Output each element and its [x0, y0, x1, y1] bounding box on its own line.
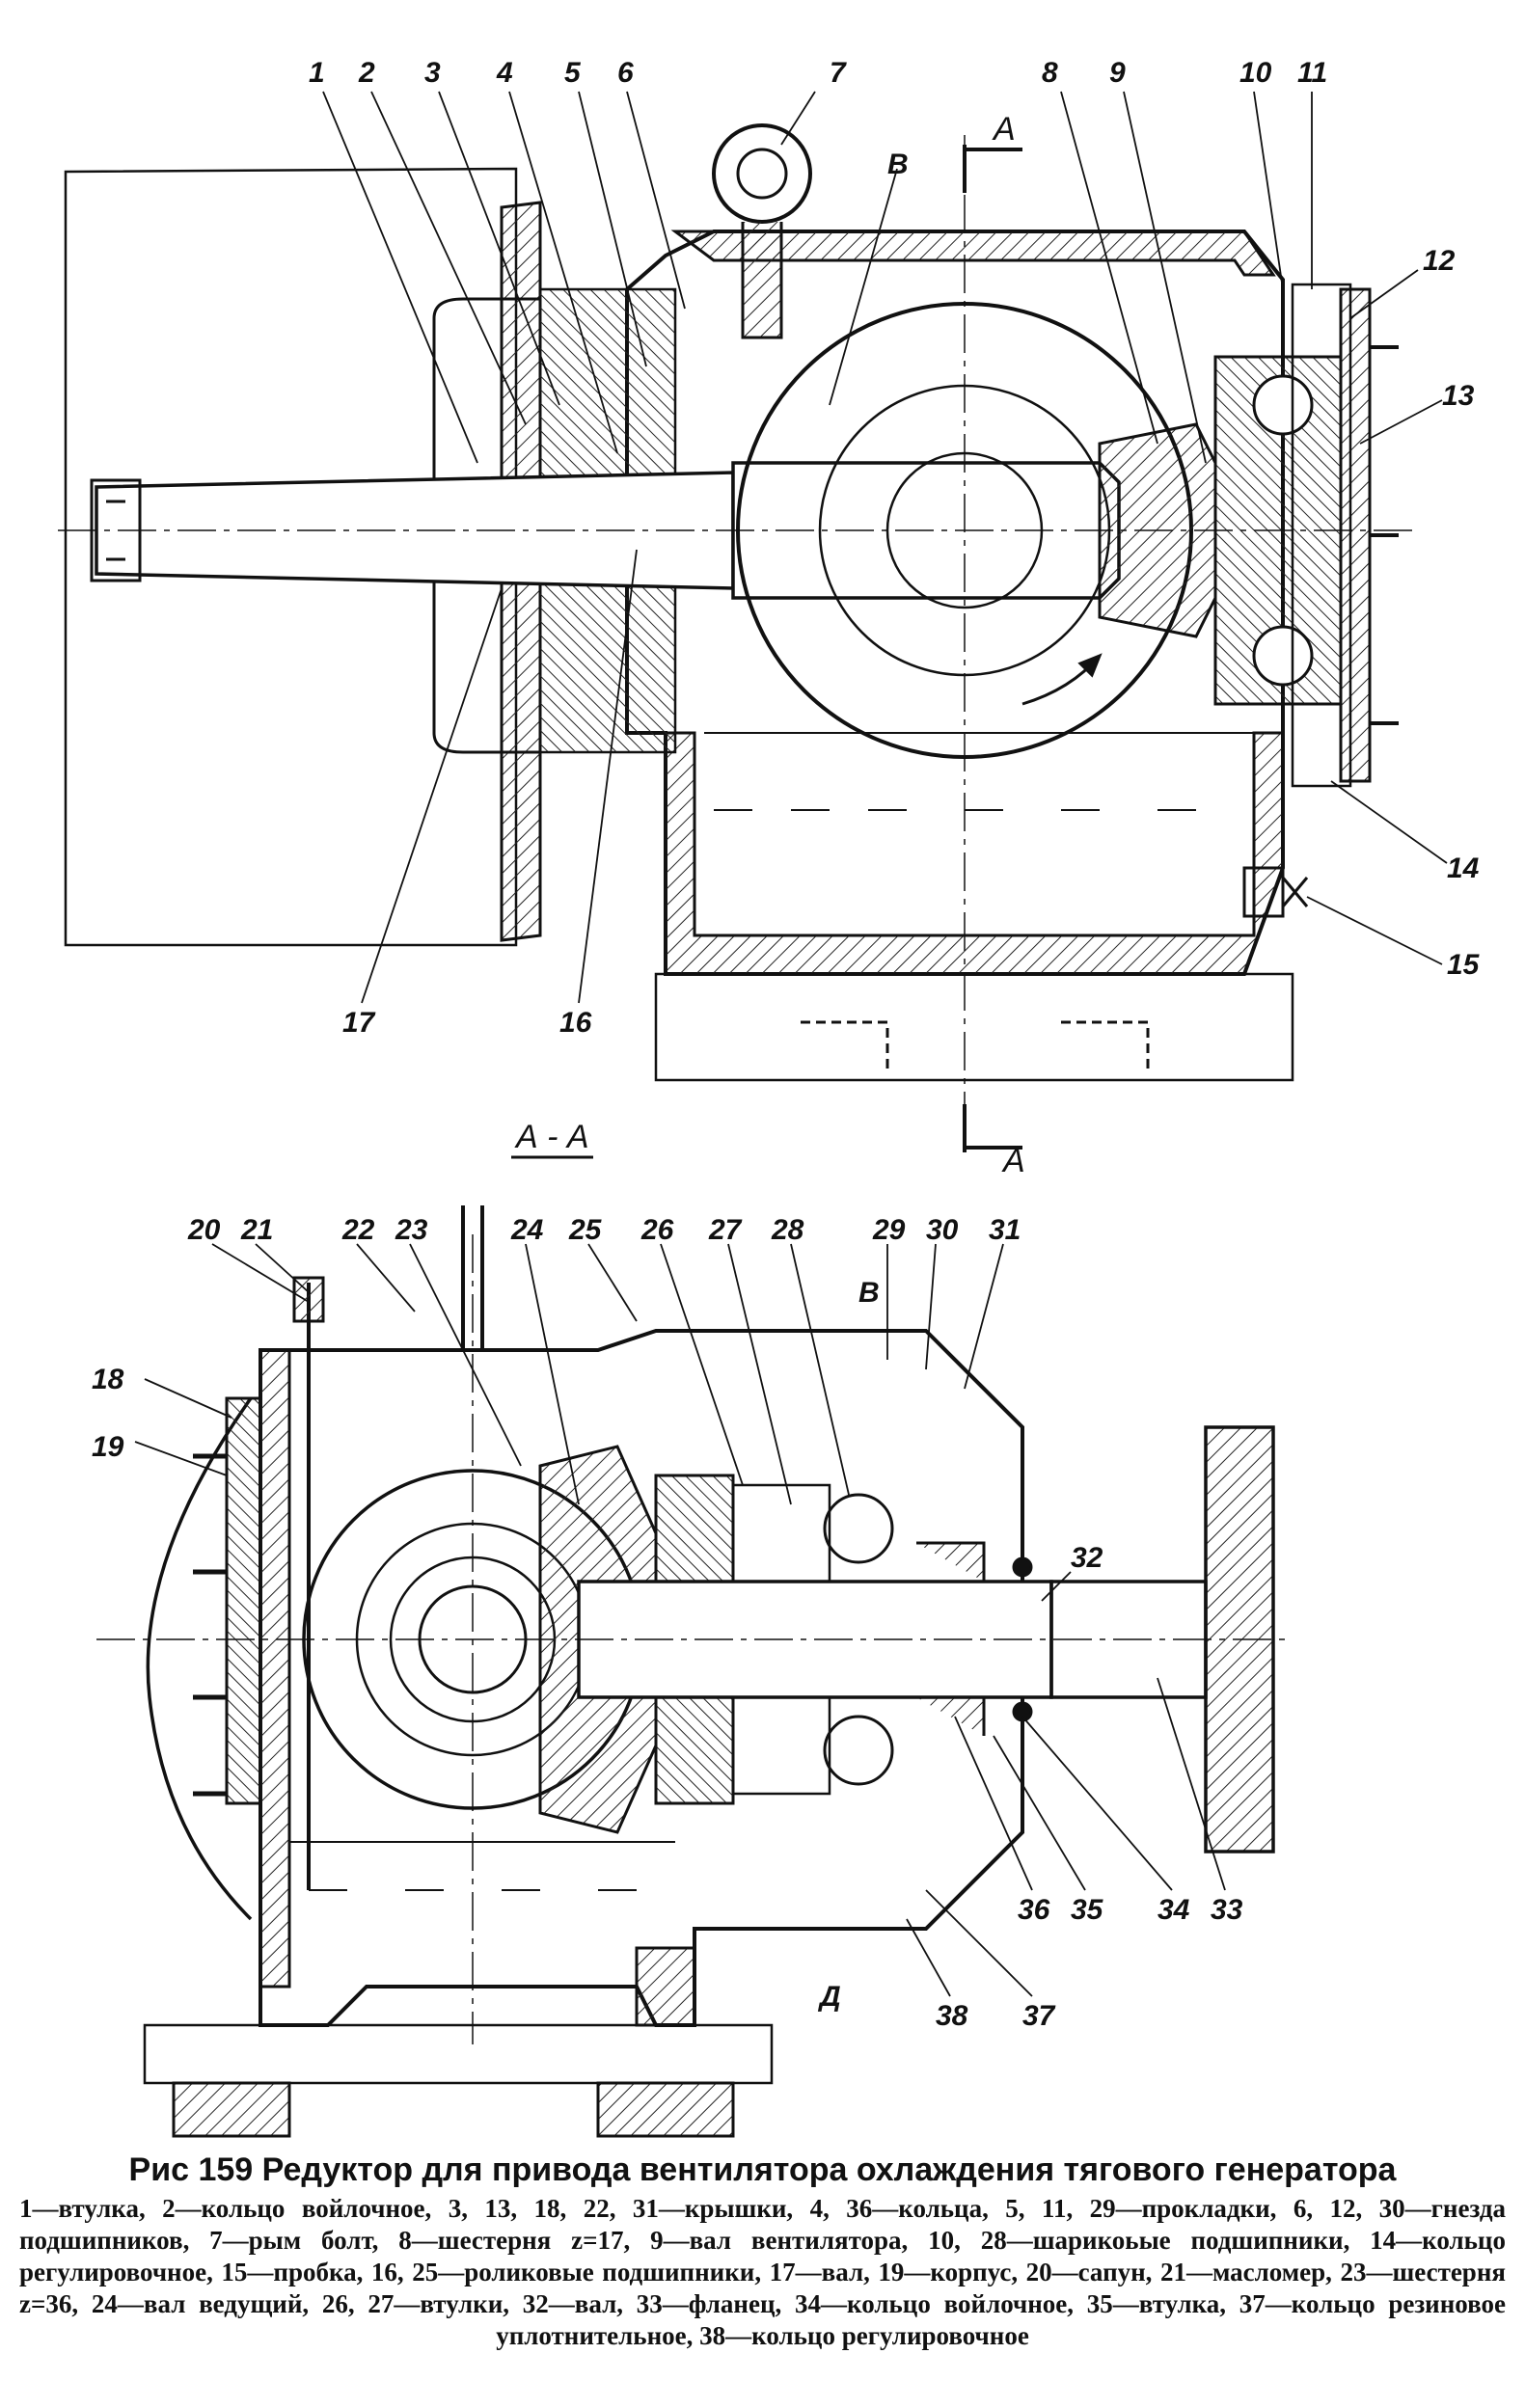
label-10: 10 [1239, 57, 1272, 89]
gearbox-base [654, 972, 1294, 1082]
label-36: 36 [1018, 1894, 1050, 1926]
label-35: 35 [1071, 1894, 1104, 1926]
top-view [58, 123, 1418, 1152]
label-24: 24 [510, 1214, 544, 1246]
base-detail [801, 1020, 1150, 1070]
caption-title: Рис 159 Редуктор для привода вентилятора… [128, 2151, 1397, 2188]
cut-mark-bottom [963, 1104, 1022, 1152]
section-leaders [134, 1243, 1226, 1997]
ball-bearing-top [1252, 374, 1314, 436]
generator-housing-outline [64, 167, 518, 947]
label-7: 7 [830, 57, 847, 89]
section-label-text: 18 19 20 21 22 23 24 25 26 27 28 29 30 3… [92, 1214, 1243, 2032]
right-flange [1291, 283, 1352, 788]
label-33: 33 [1211, 1894, 1243, 1926]
label-25: 25 [568, 1214, 603, 1246]
housing-wall-top [670, 230, 1276, 277]
section-feet [172, 2081, 735, 2138]
shaft-end-nut [90, 478, 142, 582]
figure-caption: Рис 159 Редуктор для привода вентилятора… [19, 2149, 1506, 2352]
label-21: 21 [240, 1214, 273, 1246]
label-15: 15 [1447, 949, 1481, 981]
bearing-sleeve [733, 1483, 831, 1796]
label-detail-b-section: B [858, 1277, 880, 1309]
label-8: 8 [1042, 57, 1058, 89]
cover-13 [1339, 287, 1372, 783]
label-12: 12 [1423, 245, 1456, 277]
rubber-ring-37-top [1012, 1556, 1033, 1578]
gear-arrow-head [1077, 653, 1103, 678]
cut-label-bottom: A [1001, 1143, 1025, 1179]
caption-legend: 1—втулка, 2—кольцо войлочное, 3, 13, 18,… [19, 2194, 1506, 2350]
label-19: 19 [92, 1431, 124, 1463]
eye-bolt-hole [736, 148, 788, 200]
label-22: 22 [341, 1214, 375, 1246]
cover-bolts [193, 1453, 227, 1797]
ball-bearing-28-top [823, 1493, 894, 1564]
oil-level [704, 732, 1254, 811]
label-30: 30 [926, 1214, 959, 1246]
label-3: 3 [424, 57, 441, 89]
section-view [96, 1205, 1293, 2138]
rubber-ring-37-bottom [1012, 1701, 1033, 1722]
reducer-drawing: 1 2 3 4 5 6 7 8 9 10 11 12 13 14 15 16 1… [58, 57, 1481, 2138]
label-26: 26 [640, 1214, 674, 1246]
section-base [143, 2023, 774, 2085]
label-20: 20 [187, 1214, 221, 1246]
label-14: 14 [1447, 852, 1480, 884]
bolts-right [1370, 345, 1399, 725]
label-6: 6 [617, 57, 634, 89]
section-outer-arc [146, 1396, 253, 1921]
label-37: 37 [1022, 2000, 1056, 2032]
label-13: 13 [1442, 380, 1475, 412]
label-18: 18 [92, 1364, 124, 1395]
cut-label-top: A [992, 111, 1016, 148]
cover-18 [225, 1396, 262, 1805]
label-detail-b-top: B [887, 149, 909, 180]
eye-bolt-shank [741, 222, 783, 339]
label-34: 34 [1157, 1894, 1190, 1926]
label-38: 38 [936, 2000, 968, 2032]
top-leaders [322, 91, 1448, 1004]
label-1: 1 [309, 57, 325, 89]
dipstick-head [292, 1276, 325, 1323]
label-32: 32 [1071, 1542, 1103, 1574]
housing-wall-bottom [664, 731, 1285, 976]
breather-20 [461, 1205, 484, 1350]
label-27: 27 [708, 1214, 743, 1246]
eye-bolt-7 [712, 123, 812, 224]
label-28: 28 [771, 1214, 804, 1246]
label-23: 23 [395, 1214, 428, 1246]
roller-bearing-25 [654, 1474, 735, 1805]
ball-bearing-28-bottom [823, 1715, 894, 1786]
label-11: 11 [1297, 57, 1327, 89]
label-17: 17 [342, 1007, 376, 1039]
section-title: А - А [514, 1119, 589, 1155]
label-29: 29 [872, 1214, 906, 1246]
label-4: 4 [496, 57, 513, 89]
label-2: 2 [358, 57, 375, 89]
seal-labyrinth [916, 1541, 986, 1736]
label-5: 5 [564, 57, 582, 89]
section-oil-level [289, 1841, 675, 1891]
plug-15 [1242, 866, 1309, 918]
label-9: 9 [1109, 57, 1126, 89]
ball-bearing-bottom [1252, 625, 1314, 687]
section-housing [259, 1329, 1024, 2027]
label-detail-d: Д [817, 1981, 841, 2013]
cut-mark-top [963, 145, 1022, 193]
label-31: 31 [989, 1214, 1021, 1246]
top-label-text: 1 2 3 4 5 6 7 8 9 10 11 12 13 14 15 16 1… [309, 57, 1481, 1179]
label-16: 16 [559, 1007, 592, 1039]
